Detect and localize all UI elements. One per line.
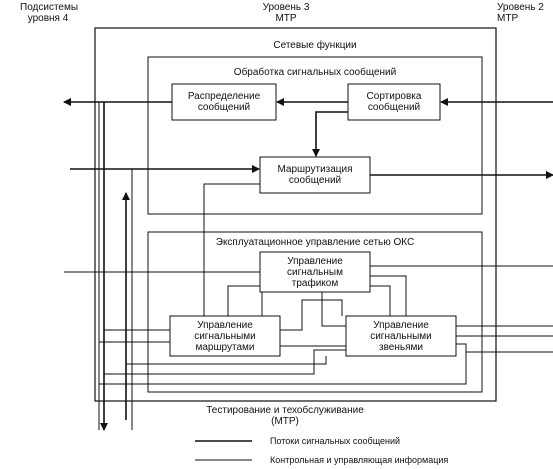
sorting-box bbox=[347, 83, 441, 121]
ocs-management-title: Эксплуатационное управление сетью ОКС bbox=[215, 237, 415, 248]
routes-box bbox=[169, 315, 281, 357]
distribution-box bbox=[171, 83, 277, 121]
testing-label: Тестирование и техобслуживание (МТР) bbox=[206, 405, 364, 427]
routing-box bbox=[259, 156, 371, 194]
routing-label: Маршрутизация сообщений bbox=[277, 164, 353, 186]
header-level3-label: Уровень 3 МТР bbox=[262, 2, 310, 24]
ctl-traffic-routes bbox=[227, 285, 260, 316]
signal-processing-title: Обработка сигнальных сообщений bbox=[233, 67, 397, 78]
ctl-links-up bbox=[370, 275, 407, 316]
header-level2-label: Уровень 2 МТР bbox=[497, 2, 544, 24]
sorting-label: Сортировка сообщений bbox=[366, 91, 422, 113]
links-label: Управление сигнальными звеньями bbox=[370, 319, 432, 353]
flow-sort-to-routing bbox=[312, 111, 348, 157]
ctl-bottom-3 bbox=[99, 343, 467, 385]
network-functions-frame bbox=[147, 56, 483, 215]
ctl-routes-right bbox=[280, 299, 343, 331]
links-box bbox=[345, 315, 457, 357]
distribution-label: Распределение сообщений bbox=[187, 91, 261, 113]
legend-signal-label: Потоки сигнальных сообщений bbox=[270, 436, 401, 446]
ocs-management-frame bbox=[147, 231, 483, 393]
traffic-label: Управление сигнальным трафиком bbox=[287, 255, 343, 289]
legend-control-label: Контрольная и управляющая информация bbox=[270, 455, 449, 465]
header-level4-label: Подсистемы уровня 4 bbox=[20, 2, 79, 24]
ctl-bottom-1 bbox=[126, 356, 327, 365]
ctl-routing-routes bbox=[203, 183, 260, 316]
ctl-traffic-links bbox=[370, 285, 391, 316]
ctl-bottom-2 bbox=[104, 349, 346, 375]
mtp-level3-frame bbox=[94, 27, 497, 402]
ctl-traffic-mid bbox=[321, 292, 346, 327]
routes-label: Управление сигнальными маршрутами bbox=[194, 319, 256, 353]
network-functions-title: Сетевые функции bbox=[273, 40, 357, 51]
